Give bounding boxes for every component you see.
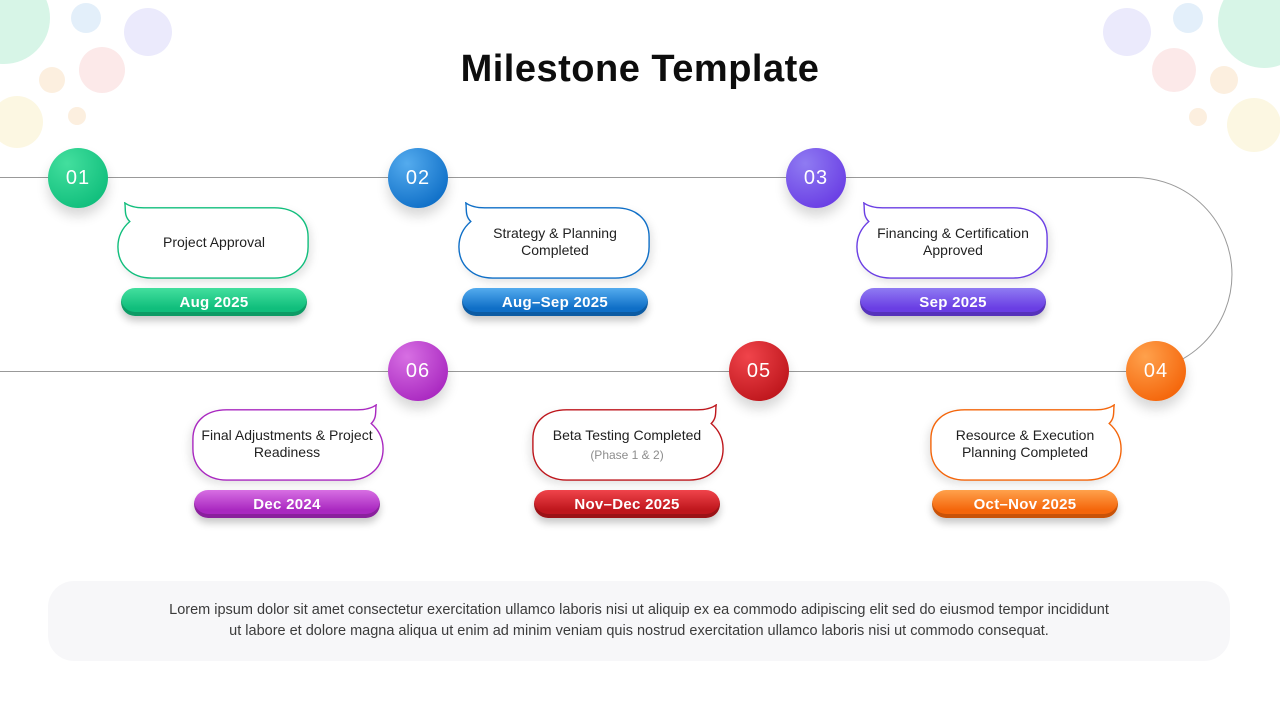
- milestone-card: Resource & Execution Planning Completed: [921, 404, 1129, 482]
- speech-bubble-shape: [451, 202, 659, 280]
- speech-bubble-shape: [849, 202, 1057, 280]
- speech-bubble-shape: [110, 202, 318, 280]
- description-box: Lorem ipsum dolor sit amet consectetur e…: [48, 581, 1230, 661]
- milestone-date-badge: Sep 2025: [860, 288, 1046, 316]
- decor-bubble: [71, 3, 101, 33]
- milestone-card: Beta Testing Completed (Phase 1 & 2): [523, 404, 731, 482]
- milestone-date: Sep 2025: [919, 293, 987, 311]
- decor-bubble: [1227, 98, 1280, 152]
- decor-bubble: [1103, 8, 1151, 56]
- milestone-date: Nov–Dec 2025: [574, 495, 680, 513]
- milestone-number: 05: [746, 359, 772, 382]
- milestone-number-badge: 04: [1126, 341, 1186, 401]
- milestone-number: 01: [65, 166, 91, 189]
- milestone-number-badge: 03: [786, 148, 846, 208]
- milestone-title: Beta Testing Completed: [552, 426, 702, 443]
- decor-bubble: [1189, 108, 1207, 126]
- milestone-title: Final Adjustments & Project Readiness: [201, 427, 373, 460]
- speech-bubble-shape: [523, 404, 731, 482]
- milestone-number: 03: [803, 166, 829, 189]
- milestone-number-badge: 05: [729, 341, 789, 401]
- milestone-date: Aug 2025: [179, 293, 249, 311]
- milestone-number-badge: 02: [388, 148, 448, 208]
- decor-bubble: [1152, 48, 1196, 92]
- milestone-card: Financing & Certification Approved: [849, 202, 1057, 280]
- speech-bubble-shape: [921, 404, 1129, 482]
- milestone-number-badge: 06: [388, 341, 448, 401]
- milestone-title: Financing & Certification Approved: [877, 225, 1029, 258]
- milestone-number: 02: [405, 166, 431, 189]
- milestone-date-badge: Aug–Sep 2025: [462, 288, 648, 316]
- description-line-2: ut labore et dolore magna aliqua ut enim…: [229, 623, 1049, 639]
- milestone-date: Oct–Nov 2025: [973, 495, 1077, 513]
- milestone-date-badge: Nov–Dec 2025: [534, 490, 720, 518]
- milestone-title: Project Approval: [163, 233, 265, 250]
- milestone-number-badge: 01: [48, 148, 108, 208]
- milestone-date: Aug–Sep 2025: [501, 293, 609, 311]
- speech-bubble-shape: [183, 404, 391, 482]
- decor-bubble: [39, 67, 65, 93]
- milestone-date-badge: Aug 2025: [121, 288, 307, 316]
- milestone-subtitle: (Phase 1 & 2): [590, 447, 664, 462]
- milestone-number: 06: [405, 359, 431, 382]
- milestone-date-badge: Dec 2024: [194, 490, 380, 518]
- milestone-card: Project Approval: [110, 202, 318, 280]
- milestone-title: Strategy & Planning Completed: [493, 225, 617, 258]
- milestone-title: Resource & Execution Planning Completed: [955, 427, 1095, 460]
- decor-bubble: [1210, 66, 1238, 94]
- decor-bubble: [79, 47, 125, 93]
- decor-bubble: [124, 8, 172, 56]
- milestone-card: Final Adjustments & Project Readiness: [183, 404, 391, 482]
- decor-bubble: [1173, 3, 1203, 33]
- milestone-date: Dec 2024: [253, 495, 321, 513]
- description-line-1: Lorem ipsum dolor sit amet consectetur e…: [169, 602, 1109, 618]
- milestone-date-badge: Oct–Nov 2025: [932, 490, 1118, 518]
- page-title: Milestone Template: [460, 48, 820, 90]
- decor-bubble: [0, 96, 43, 148]
- decor-bubble: [68, 107, 86, 125]
- milestone-card: Strategy & Planning Completed: [451, 202, 659, 280]
- milestone-number: 04: [1143, 359, 1169, 382]
